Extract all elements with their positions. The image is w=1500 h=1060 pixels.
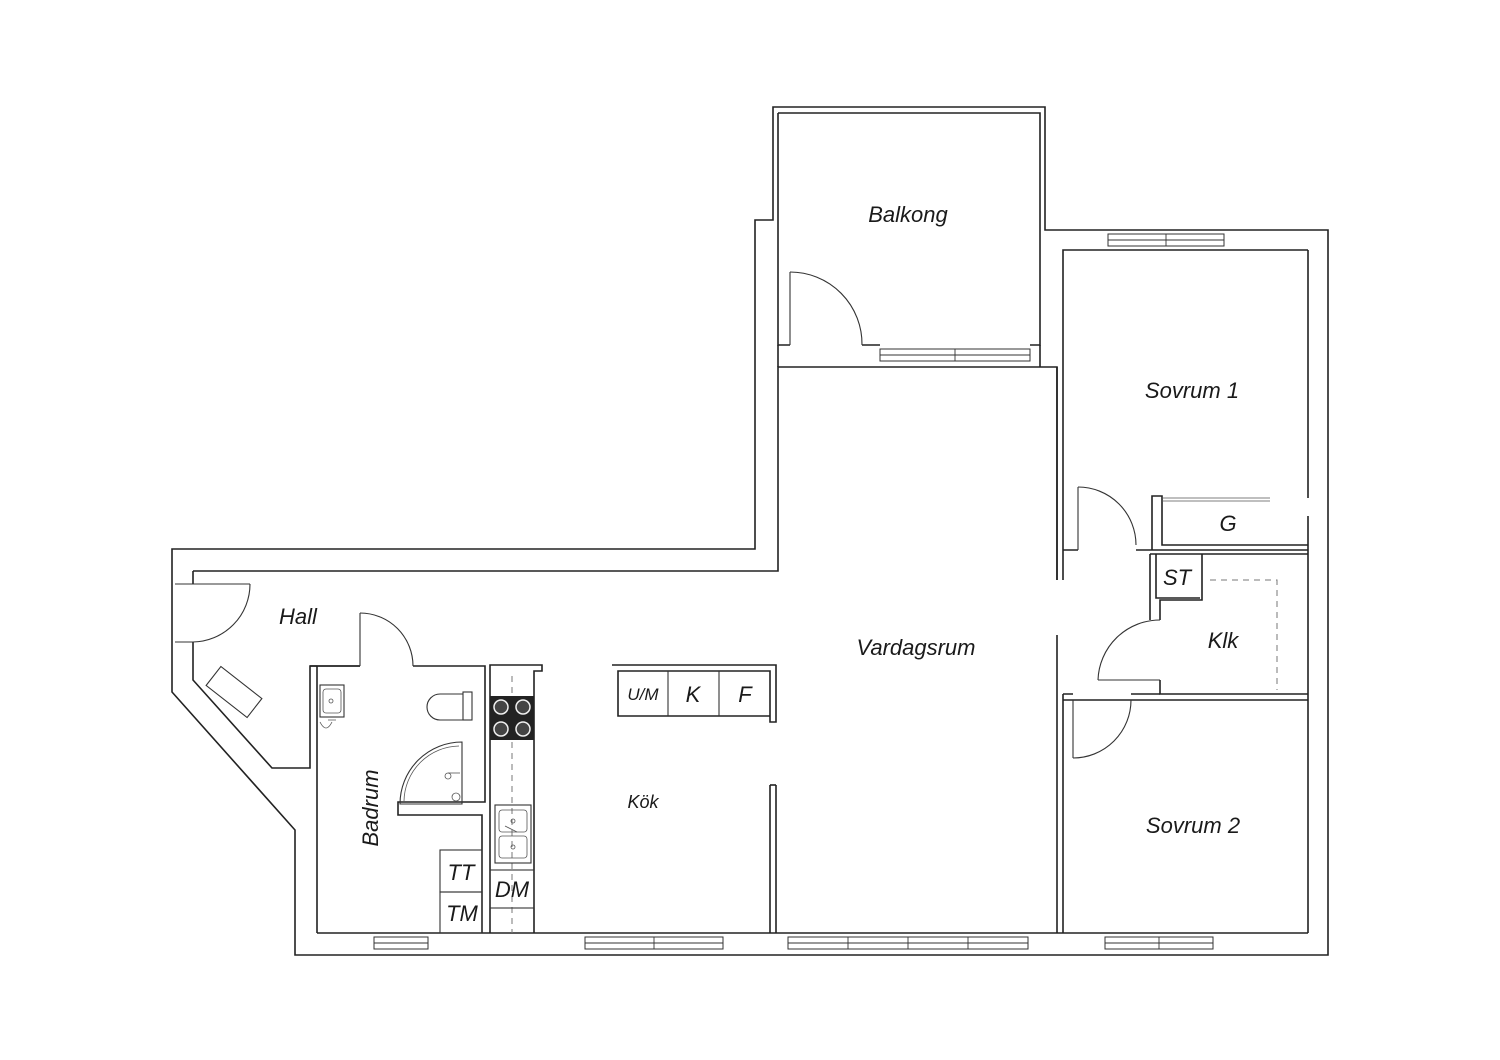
fixture-label-k: K xyxy=(686,682,702,707)
balcony-inner-wall xyxy=(777,112,1041,346)
klk-walls xyxy=(1149,553,1308,620)
room-label-hall: Hall xyxy=(279,604,318,629)
dishwasher-box xyxy=(489,869,535,909)
bedroom-walls xyxy=(1056,249,1308,933)
shower-icon xyxy=(399,741,463,805)
washing-machine-box xyxy=(439,891,483,934)
sovrum2-door-swing xyxy=(1072,699,1132,759)
wardrobe-sliding-doors xyxy=(1162,497,1270,502)
wardrobe-g-box xyxy=(1151,495,1308,550)
kitchen xyxy=(489,664,777,933)
room-label-sovrum2: Sovrum 2 xyxy=(1146,813,1240,838)
toilet-icon xyxy=(426,691,473,721)
entrance-door-swing xyxy=(192,583,251,643)
klk-bottom-wall xyxy=(1159,680,1308,695)
window-balcony xyxy=(879,348,1031,362)
outer-wall-outline xyxy=(171,106,1329,956)
hall-shoe-bench xyxy=(205,665,263,719)
sink-icon xyxy=(494,804,532,864)
room-label-badrum: Badrum xyxy=(358,769,383,846)
room-label-balkong: Balkong xyxy=(868,202,948,227)
corridor-wall xyxy=(1056,635,1308,933)
window-sovrum2 xyxy=(1104,936,1214,950)
kitchen-island xyxy=(612,664,777,723)
window-badrum xyxy=(373,936,429,950)
window-vardagsrum xyxy=(787,936,1029,950)
sovrum1-door-swing xyxy=(1077,486,1137,546)
fixture-label-f: F xyxy=(738,682,753,707)
room-label-kok: Kök xyxy=(627,792,659,812)
fixture-label-st: ST xyxy=(1163,565,1193,590)
klk-door-swing xyxy=(1097,619,1161,681)
balcony-door-swing xyxy=(789,271,863,346)
fixture-label-g: G xyxy=(1219,511,1236,536)
bathroom-door-swing xyxy=(359,612,414,667)
room-label-klk: Klk xyxy=(1208,628,1240,653)
bathroom-walls xyxy=(316,665,486,933)
fixture-label-tm: TM xyxy=(446,901,478,926)
washbasin-icon xyxy=(319,684,345,729)
room-label-sovrum1: Sovrum 1 xyxy=(1145,378,1239,403)
sovrum1-walls xyxy=(1056,249,1308,580)
klk-door-leaf xyxy=(1098,679,1160,681)
stove-hob-icon xyxy=(490,696,534,740)
window-sovrum1 xyxy=(1107,233,1225,247)
balcony xyxy=(777,112,1041,367)
window-kok xyxy=(584,936,724,950)
inner-wall-outline xyxy=(193,366,1058,580)
room-label-vardagsrum: Vardagsrum xyxy=(856,635,975,660)
hall xyxy=(175,583,263,719)
fixture-label-dm: DM xyxy=(495,877,530,902)
bathroom xyxy=(310,612,486,934)
fixture-label-um: U/M xyxy=(627,685,659,704)
fixture-label-tt: TT xyxy=(448,860,476,885)
klk-shelf-outline xyxy=(1210,579,1278,690)
